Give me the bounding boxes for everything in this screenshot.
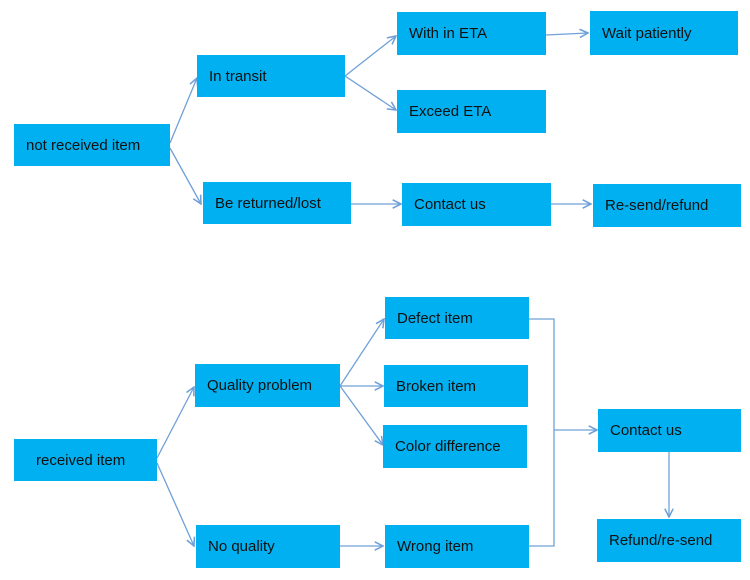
node-contact-us-bottom: Contact us	[598, 409, 741, 452]
node-no-quality: No quality	[196, 525, 340, 568]
node-broken-item: Broken item	[384, 365, 528, 407]
node-not-received-item: not received item	[14, 124, 170, 166]
arrow-eta-to-wait	[545, 33, 588, 35]
arrow-transit-to-within-eta	[344, 36, 396, 77]
node-wait-patiently: Wait patiently	[590, 11, 738, 55]
arrow-quality-to-defect	[339, 319, 384, 387]
node-received-item: received item	[14, 439, 157, 481]
node-refund-resend: Refund/re-send	[597, 519, 741, 562]
node-within-eta: With in ETA	[397, 12, 546, 55]
node-contact-us-top: Contact us	[402, 183, 551, 226]
node-be-returned-lost: Be returned/lost	[203, 182, 351, 224]
arrow-received-to-no-quality	[156, 462, 194, 546]
arrow-root-to-returned	[169, 147, 201, 204]
node-exceed-eta: Exceed ETA	[397, 90, 546, 133]
bracket-to-contact	[529, 318, 555, 547]
node-wrong-item: Wrong item	[385, 525, 529, 568]
node-in-transit: In transit	[197, 55, 345, 97]
arrow-quality-to-color	[339, 385, 383, 445]
node-color-difference: Color difference	[383, 425, 527, 468]
arrow-root-to-in-transit	[169, 78, 197, 144]
node-quality-problem: Quality problem	[195, 364, 340, 407]
node-resend-refund: Re-send/refund	[593, 184, 741, 227]
arrow-transit-to-exceed-eta	[344, 75, 396, 110]
node-defect-item: Defect item	[385, 297, 529, 339]
arrow-received-to-quality	[156, 387, 194, 459]
